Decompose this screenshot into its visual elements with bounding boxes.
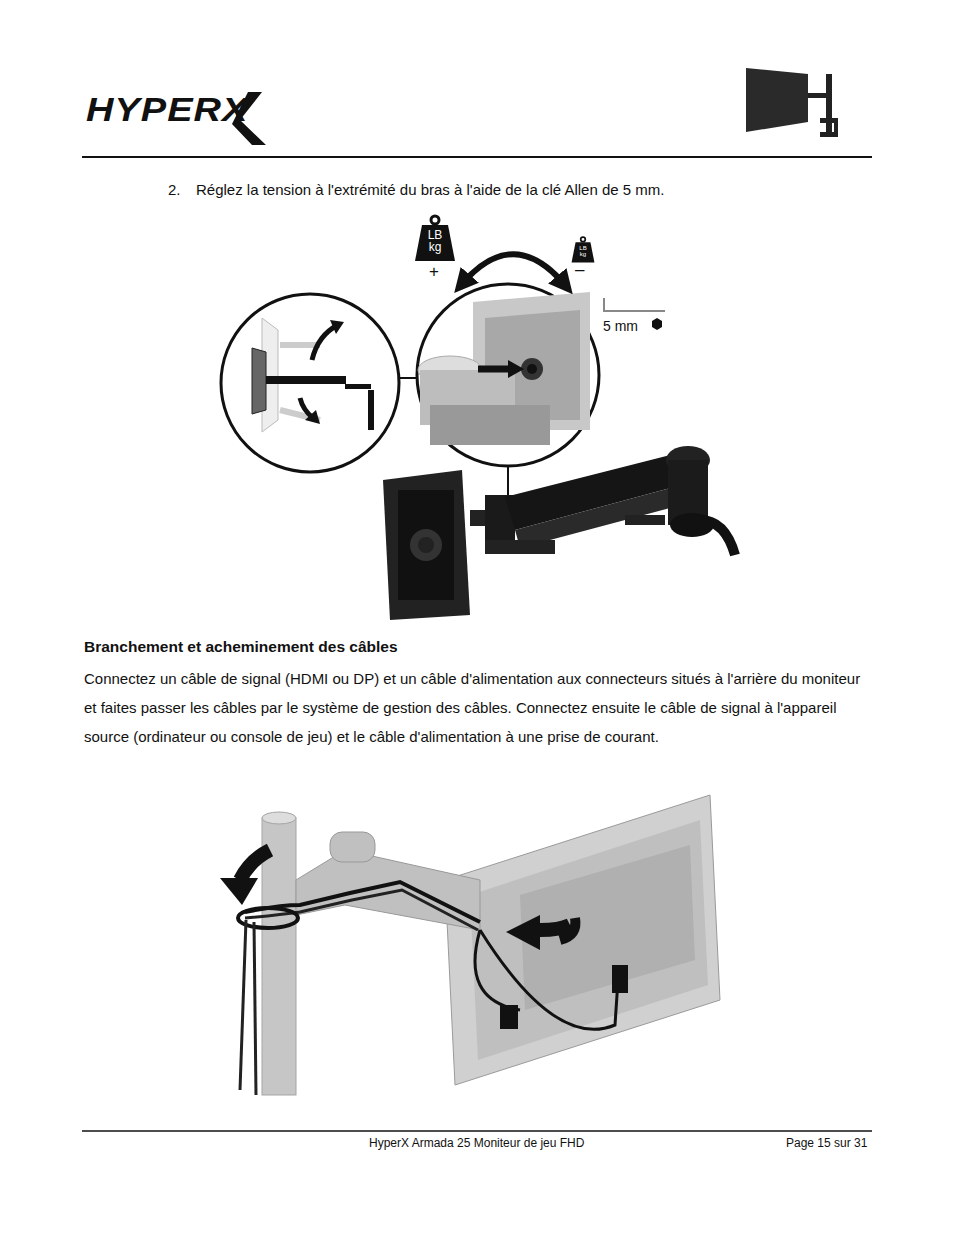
step-text: Réglez la tension à l'extrémité du bras … [196, 181, 664, 198]
paragraph: Connectez un câble de signal (HDMI ou DP… [84, 664, 874, 751]
detail-circle-right [417, 284, 599, 466]
adjust-arrow [462, 254, 565, 285]
thumbnail-icon [746, 68, 838, 137]
cable-routing-illustration [220, 795, 720, 1095]
minus-sign: – [575, 260, 584, 280]
brand-logo: HYPERX [86, 92, 248, 129]
weight-text: LB kg [578, 245, 588, 257]
dimension-label: 5 mm [603, 318, 638, 334]
monitor-arm [383, 446, 735, 620]
weight-text: LB kg [425, 229, 444, 253]
page-number: Page 15 sur 31 [786, 1136, 867, 1150]
footer-title: HyperX Armada 25 Moniteur de jeu FHD [369, 1136, 584, 1150]
plus-sign: + [429, 262, 439, 282]
circle-link [400, 377, 417, 379]
header-rule [82, 156, 872, 158]
footer-rule [82, 1130, 872, 1132]
step-number: 2. [168, 181, 181, 198]
section-heading: Branchement et acheminement des câbles [84, 638, 398, 656]
weight-icon: LB kg [414, 214, 456, 262]
weight-icon: LB kg [571, 236, 595, 263]
detail-circle-left [221, 294, 399, 472]
